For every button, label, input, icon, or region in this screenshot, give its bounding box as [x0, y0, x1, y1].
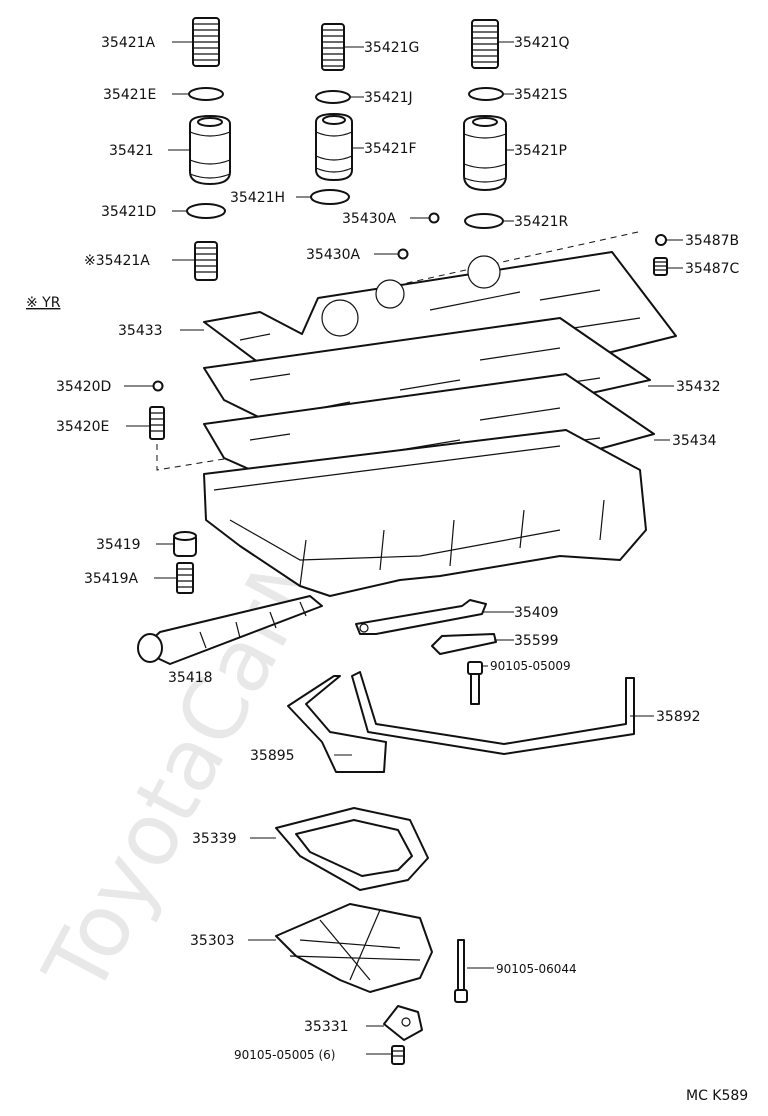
label-35434: 35434 [672, 433, 717, 449]
oil-pan-gasket-35339[interactable] [275, 807, 429, 891]
detent-spring-35409[interactable] [355, 599, 487, 635]
label-90105-05009: 90105-05009 [490, 659, 571, 673]
label-35487C: 35487C [685, 261, 740, 277]
label-35895: 35895 [250, 748, 295, 764]
bolt-90105-05009[interactable] [467, 661, 483, 705]
sleeve-35421P[interactable] [463, 115, 507, 191]
note-marker-yr: ※ YR [26, 295, 61, 311]
spring-35421G[interactable] [321, 23, 345, 71]
label-35331: 35331 [304, 1019, 349, 1035]
label-35487B: 35487B [685, 233, 739, 249]
label-35421P: 35421P [514, 143, 567, 159]
sleeve-35421[interactable] [189, 115, 231, 185]
label-90105-05005: 90105-05005 (6) [234, 1048, 336, 1062]
oil-tube-35892[interactable] [351, 671, 635, 755]
spring-35487C[interactable] [653, 257, 668, 276]
label-35421A-yr: ※35421A [84, 253, 150, 269]
label-35409: 35409 [514, 605, 559, 621]
o-ring-35421E[interactable] [188, 87, 224, 101]
spring-35421A-yr[interactable] [194, 241, 218, 281]
label-35421A: 35421A [101, 35, 156, 51]
label-35421R: 35421R [514, 214, 569, 230]
label-35421S: 35421S [514, 87, 568, 103]
label-35419A: 35419A [84, 571, 139, 587]
spring-35421Q[interactable] [471, 19, 499, 69]
label-35421H: 35421H [230, 190, 285, 206]
label-35430A-2: 35430A [306, 247, 361, 263]
bolt-90105-05005[interactable] [391, 1045, 405, 1065]
o-ring-35421S[interactable] [468, 87, 504, 101]
valve-body [203, 429, 647, 597]
label-35421F: 35421F [364, 141, 417, 157]
spring-35420E[interactable] [149, 406, 165, 440]
o-ring-35421H[interactable] [310, 189, 350, 205]
label-35892: 35892 [656, 709, 701, 725]
label-35432: 35432 [676, 379, 721, 395]
label-35421G: 35421G [364, 40, 419, 56]
label-35420D: 35420D [56, 379, 111, 395]
label-35430A-1: 35430A [342, 211, 397, 227]
o-ring-35421R[interactable] [464, 213, 504, 229]
label-35339: 35339 [192, 831, 237, 847]
label-35599: 35599 [514, 633, 559, 649]
label-35433: 35433 [118, 323, 163, 339]
oil-pan-35303[interactable] [275, 903, 433, 993]
spring-35421A-top[interactable] [192, 17, 220, 67]
alignment-line-lower [156, 444, 231, 471]
label-35421D: 35421D [101, 204, 156, 220]
label-35418: 35418 [168, 670, 213, 686]
plug-35419[interactable] [173, 531, 197, 557]
ball-35430A-2[interactable] [397, 248, 409, 260]
label-35419: 35419 [96, 537, 141, 553]
sleeve-35421F[interactable] [315, 113, 353, 181]
bolt-90105-06044[interactable] [454, 939, 468, 1003]
o-ring-35421D[interactable] [186, 203, 226, 219]
oil-tube-35895[interactable] [287, 675, 387, 773]
label-35421J: 35421J [364, 90, 413, 106]
ball-35430A-1[interactable] [428, 212, 440, 224]
label-90105-06044: 90105-06044 [496, 962, 577, 976]
magnet-35331[interactable] [383, 1005, 423, 1041]
manual-valve-35418[interactable] [137, 595, 323, 665]
ball-35420D[interactable] [152, 380, 164, 392]
label-35303: 35303 [190, 933, 235, 949]
label-35420E: 35420E [56, 419, 109, 435]
o-ring-35421J[interactable] [315, 90, 351, 104]
label-35421E: 35421E [103, 87, 156, 103]
leader-lines [124, 41, 683, 1055]
plate-35599[interactable] [431, 633, 497, 655]
diagram-code: MC K589 [686, 1088, 748, 1104]
label-35421Q: 35421Q [514, 35, 570, 51]
ball-35487B[interactable] [655, 234, 667, 246]
label-35421: 35421 [109, 143, 154, 159]
spring-35419A[interactable] [176, 562, 194, 594]
